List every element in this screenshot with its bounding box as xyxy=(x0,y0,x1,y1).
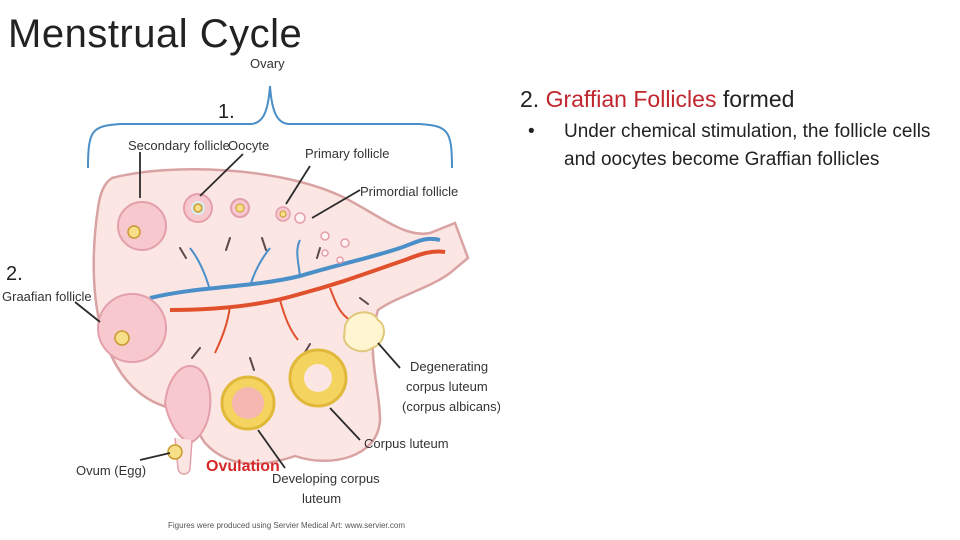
marker-2: 2. xyxy=(6,263,23,285)
ovary-brace xyxy=(87,85,453,169)
secondary-follicle xyxy=(117,201,167,251)
primordial-follicles xyxy=(294,212,350,264)
secondary-follicle-label: Secondary follicle xyxy=(128,138,230,153)
corpus-luteum-label: Corpus luteum xyxy=(364,436,449,451)
graafian-follicle xyxy=(97,293,167,363)
primary-follicle-label: Primary follicle xyxy=(305,146,390,161)
slide-title: Menstrual Cycle xyxy=(8,12,303,56)
degenerating-label-2: corpus luteum xyxy=(406,379,488,394)
figure-credit: Figures were produced using Servier Medi… xyxy=(168,521,405,530)
ovary-diagram: Ovary xyxy=(0,48,500,540)
degenerating-label-1: Degenerating xyxy=(410,359,488,374)
vein-main xyxy=(149,236,441,300)
content-panel: 2. Graffian Follicles formed • Under che… xyxy=(520,84,950,174)
heading-number: 2. xyxy=(520,86,540,112)
graafian-follicle-label: Graafian follicle xyxy=(2,289,92,304)
ovum-label: Ovum (Egg) xyxy=(76,463,146,478)
developing-corpus-luteum-label-2: luteum xyxy=(302,491,341,506)
primary-follicle xyxy=(230,198,291,222)
ovulation-label: Ovulation xyxy=(206,458,280,475)
oocyte-follicle xyxy=(183,193,213,223)
corpus-luteum xyxy=(288,348,348,408)
artery-main xyxy=(169,249,446,312)
corpus-albicans xyxy=(342,311,385,353)
vein-branch-1 xyxy=(189,239,301,291)
developing-corpus-luteum xyxy=(220,375,276,431)
primordial-follicle-label: Primordial follicle xyxy=(360,184,458,199)
bullet-dot: • xyxy=(528,121,535,142)
degenerating-label-3: (corpus albicans) xyxy=(402,399,500,414)
marker-1: 1. xyxy=(218,101,235,123)
developing-corpus-luteum-label-1: Developing corpus xyxy=(272,471,380,486)
oocyte-label: Oocyte xyxy=(228,138,269,153)
content-heading: 2. Graffian Follicles formed xyxy=(520,84,950,114)
artery-branch-1 xyxy=(214,287,351,354)
heading-accent: Graffian Follicles xyxy=(545,86,717,112)
bullet-text: Under chemical stimulation, the follicle… xyxy=(564,121,931,170)
heading-rest: formed xyxy=(722,86,795,112)
callout-lines xyxy=(74,152,401,469)
ovary-label: Ovary xyxy=(250,56,285,71)
bullet-item: • Under chemical stimulation, the follic… xyxy=(520,118,950,174)
ovulation-follicle xyxy=(163,364,212,475)
ovary-diagram-svg: Ovary xyxy=(2,56,500,530)
